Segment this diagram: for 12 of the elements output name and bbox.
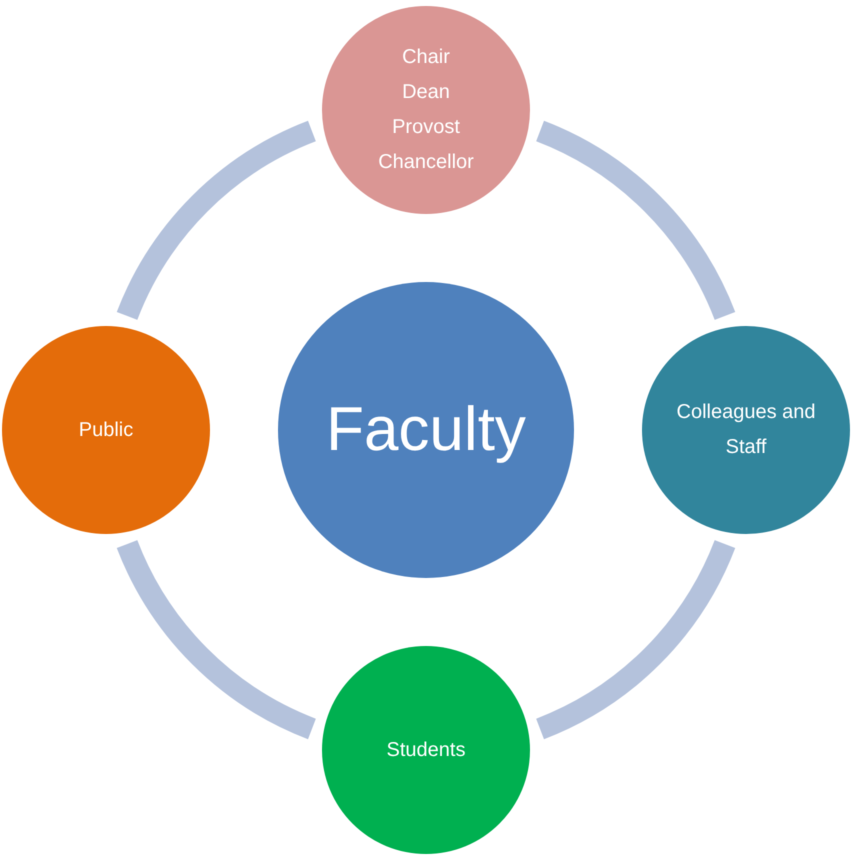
node-label: Public (78, 418, 134, 442)
node-label: Students (386, 738, 466, 762)
node-label: Dean (402, 80, 450, 105)
ring-connector (536, 540, 735, 739)
ring-connector (536, 121, 735, 320)
ring-connector (117, 121, 316, 320)
node-label: Faculty (326, 396, 526, 464)
node-label: Colleagues and Staff (676, 400, 816, 460)
node-label: Provost (392, 115, 460, 140)
node-label: Chancellor (378, 150, 474, 175)
node-label: Chair (402, 45, 450, 70)
ring-connector (117, 540, 316, 739)
